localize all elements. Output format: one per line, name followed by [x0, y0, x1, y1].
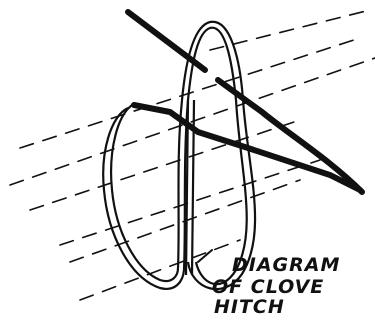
left-loop [103, 104, 184, 289]
caption-line-2: OF CLOVE [212, 276, 324, 298]
caption-line-3: HITCH [214, 296, 285, 318]
caption-line-1: DIAGRAM [232, 254, 340, 276]
pointer-line [198, 250, 212, 262]
dashed-line-5 [60, 160, 320, 245]
dashed-line-4 [30, 120, 300, 210]
